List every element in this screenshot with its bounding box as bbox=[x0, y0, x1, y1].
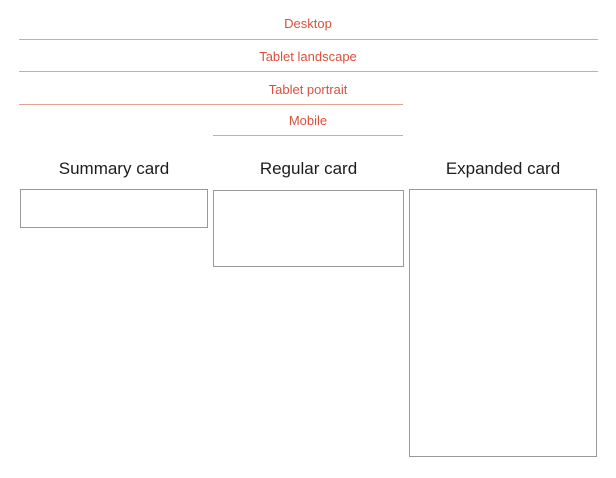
breakpoint-label-desktop: Desktop bbox=[284, 16, 332, 31]
card-outline-expanded bbox=[409, 189, 597, 457]
card-title-expanded: Expanded card bbox=[445, 159, 561, 178]
breakpoint-line-tablet-landscape bbox=[19, 71, 598, 72]
breakpoint-line-tablet-portrait bbox=[19, 104, 403, 105]
card-title-regular: Regular card bbox=[259, 159, 358, 178]
card-title-summary: Summary card bbox=[58, 159, 170, 178]
breakpoint-label-mobile: Mobile bbox=[288, 113, 328, 128]
card-outline-summary bbox=[20, 189, 208, 228]
breakpoint-line-mobile bbox=[213, 135, 403, 136]
breakpoint-label-tablet-portrait: Tablet portrait bbox=[268, 82, 348, 97]
breakpoint-label-tablet-landscape: Tablet landscape bbox=[259, 49, 357, 64]
breakpoint-line-desktop bbox=[19, 39, 598, 40]
card-outline-regular bbox=[213, 190, 404, 267]
